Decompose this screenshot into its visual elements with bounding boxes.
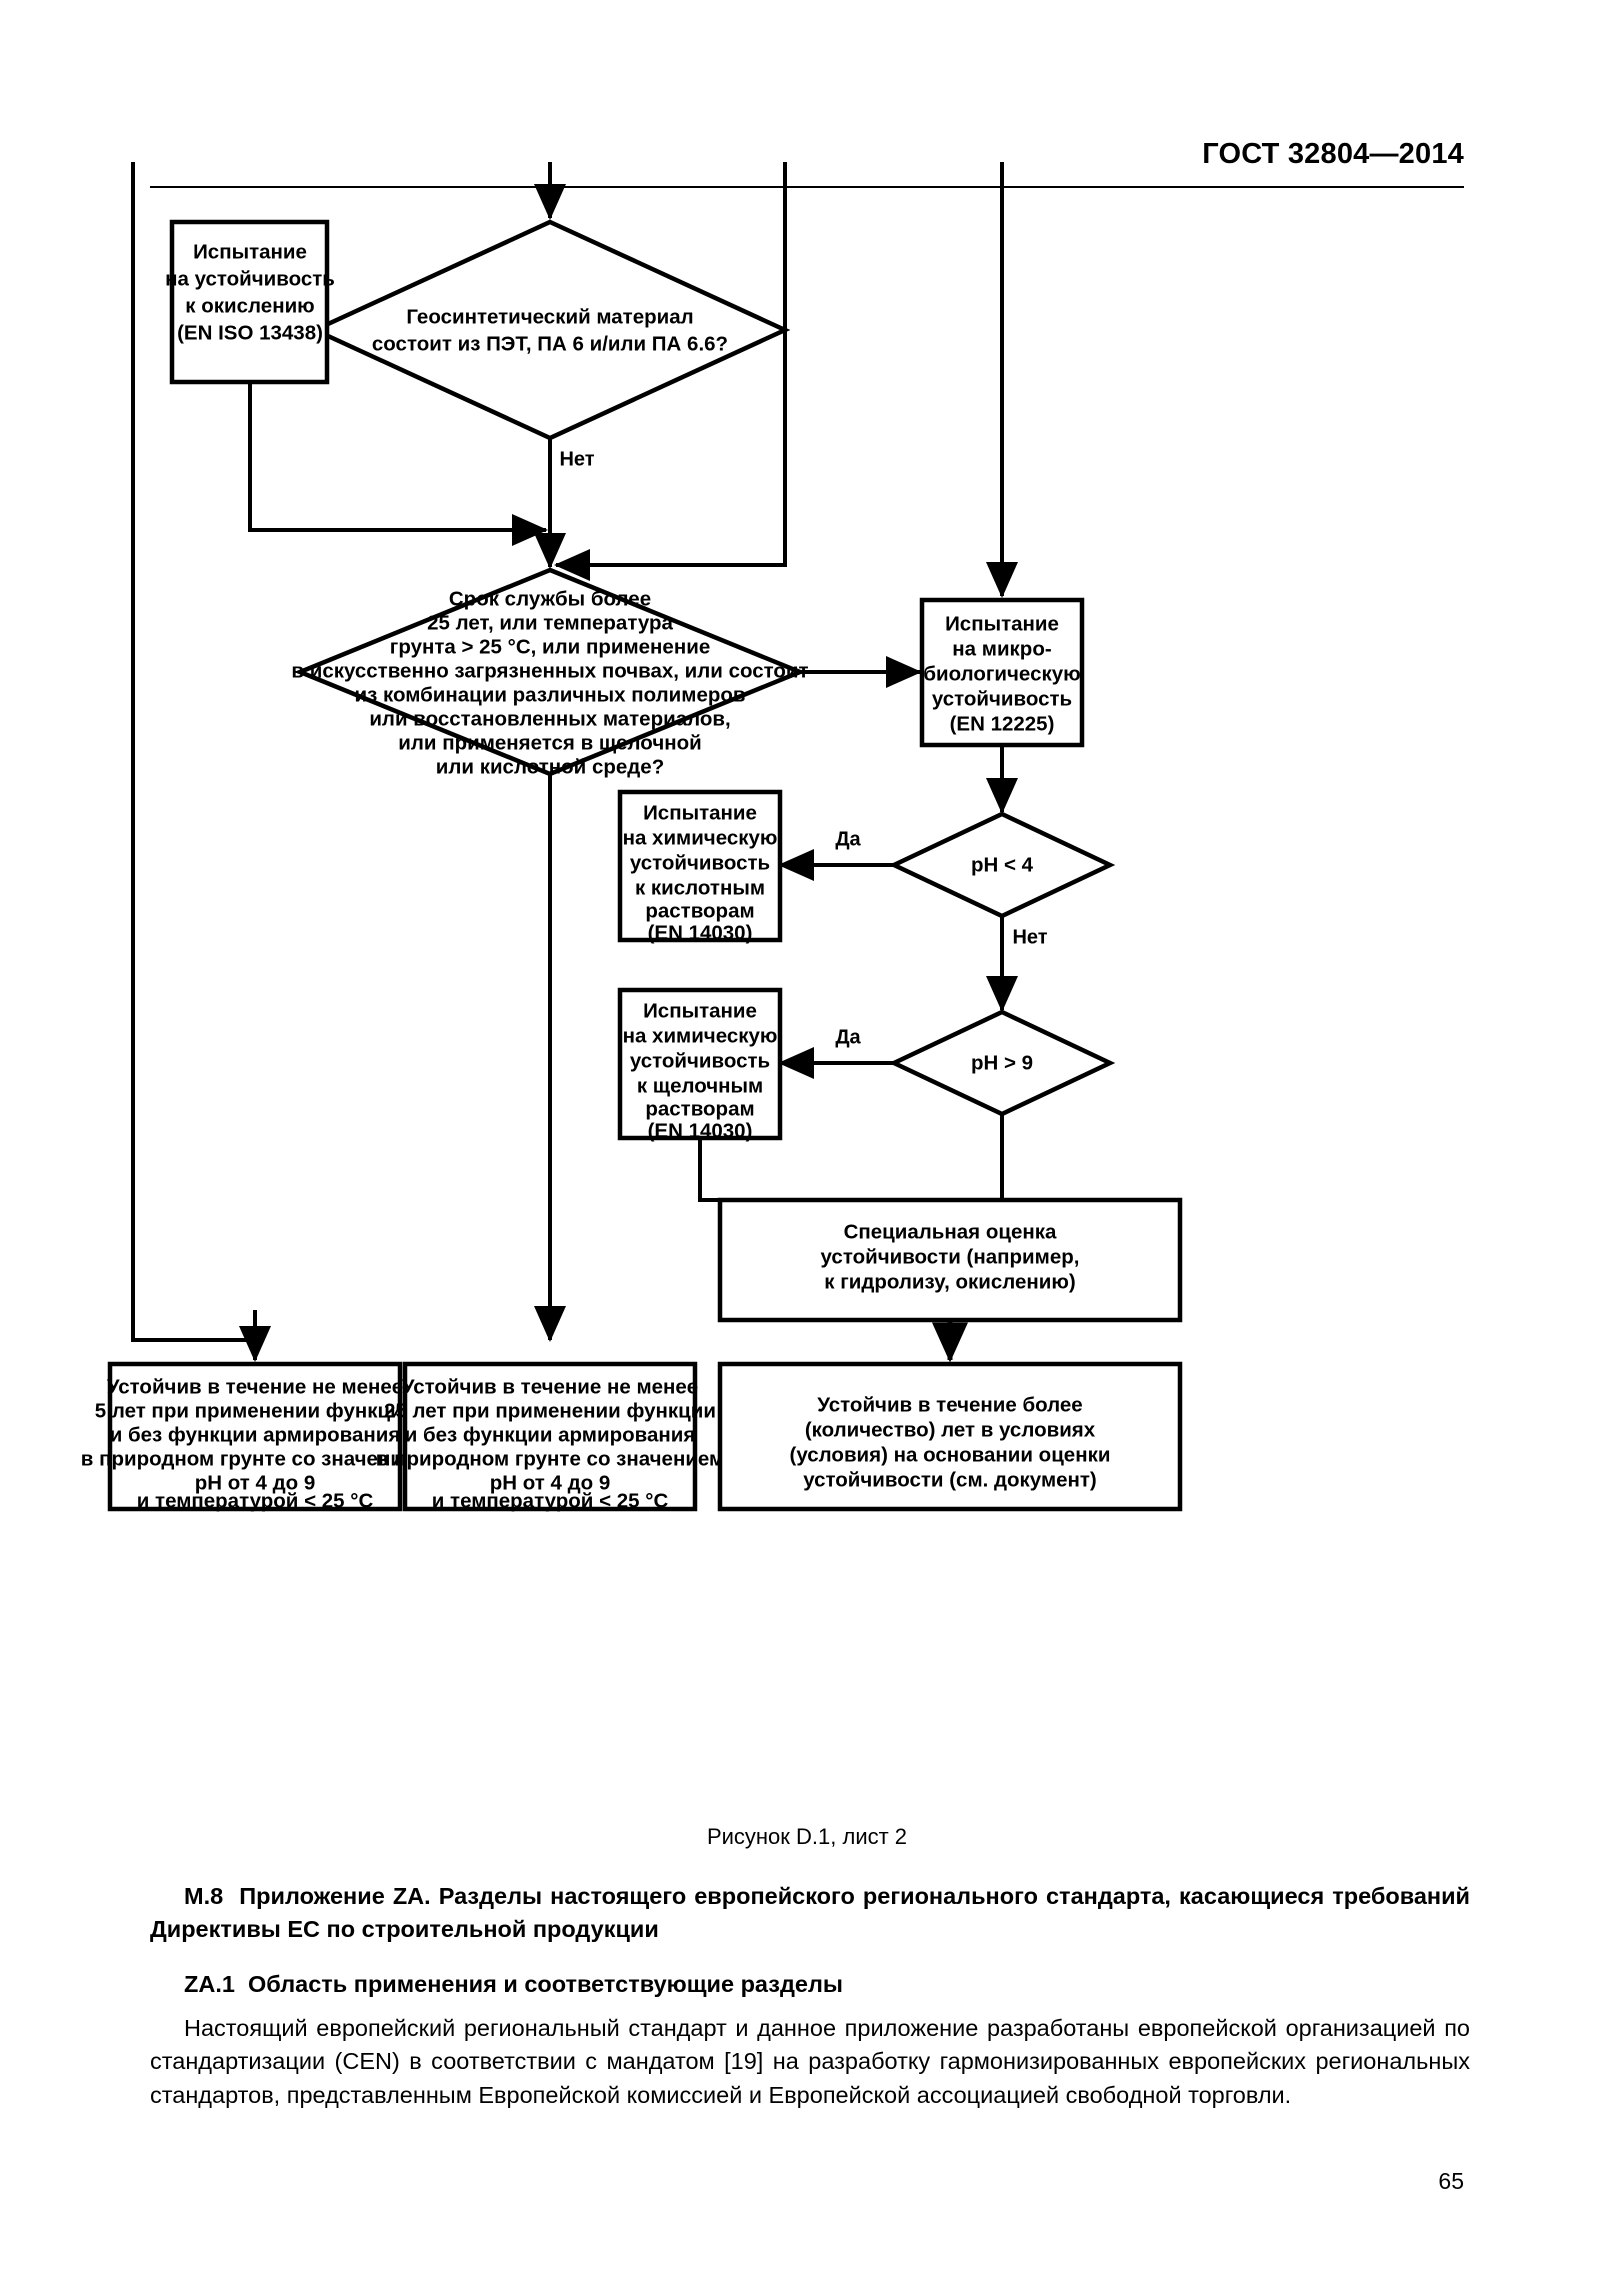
process-oxidation-test-line4: (EN ISO 13438) <box>177 321 323 344</box>
result-5-years-line1: Устойчив в течение не менее <box>107 1375 403 1398</box>
process-oxidation-test-line1: Испытание <box>193 240 307 263</box>
decision-ph-less-4-label: pH < 4 <box>971 853 1034 876</box>
result-5-years-line2: 5 лет при применении функции <box>95 1399 416 1422</box>
result-5-years-line3: и без функции армирования <box>110 1423 401 1446</box>
result-5-years-line6: и температурой < 25 °C <box>137 1489 374 1512</box>
process-alkali-resistance-test <box>617 987 783 1141</box>
result-5-years-line4: в природном грунте со значением <box>81 1447 429 1470</box>
result-special-line4: устойчивости (см. документ) <box>803 1468 1097 1491</box>
process-special-assessment-line2: устойчивости (например, <box>821 1245 1080 1268</box>
standard-designation: ГОСТ 32804—2014 <box>1202 138 1464 170</box>
page-number: 65 <box>1438 2168 1464 2194</box>
edge-alkali-to-special <box>698 1138 1090 1202</box>
decision-ph-greater-9-label: pH > 9 <box>971 1051 1033 1074</box>
decision-polymer-type <box>309 219 791 441</box>
decision-service-life-line1: Срок службы более <box>449 587 651 610</box>
result-25-years-line2: 25 лет при применении функции <box>384 1399 716 1422</box>
result-25-years-line1: Устойчив в течение не менее <box>402 1375 698 1398</box>
result-25-years-line4: в природном грунте со значением <box>376 1447 724 1470</box>
edge-label-no-polymer: Нет <box>559 448 594 470</box>
process-alkali-test-line5: растворам <box>645 1097 754 1120</box>
process-special-assessment-line3: к гидролизу, окислению) <box>824 1270 1075 1293</box>
decision-service-life-line3: грунта > 25 °C, или применение <box>390 635 710 658</box>
edge-left-rail-to-result5 <box>131 795 255 1342</box>
process-alkali-test-line1: Испытание <box>643 999 757 1022</box>
result-special-line3: (условия) на основании оценки <box>790 1443 1111 1466</box>
section-m8: M.8 Приложение ZA. Разделы настоящего ев… <box>150 1880 1470 1947</box>
decision-service-life-line6: или восстановленных материалов, <box>369 707 730 730</box>
process-microbio-test-line2: на микро- <box>952 637 1051 660</box>
flowchart-svg: Геосинтетический материал состоит из ПЭТ… <box>81 162 1183 1512</box>
process-alkali-test-line2: на химическую <box>623 1024 778 1047</box>
section-m8-number: M.8 <box>184 1883 224 1909</box>
result-box-5-years <box>107 1361 403 1512</box>
result-5-years-line5: pH от 4 до 9 <box>195 1471 316 1494</box>
decision-service-life-line4: в искусственно загрязненных почвах, или … <box>291 659 808 682</box>
process-microbio-test-line5: (EN 12225) <box>950 712 1055 735</box>
edge-oxidation-to-merge <box>248 382 548 546</box>
process-microbio-test-line4: устойчивость <box>932 687 1072 710</box>
process-microbio-test <box>919 597 1085 748</box>
result-box-25-years <box>402 1361 698 1512</box>
edge-label-yes-ph-high: Да <box>835 1026 861 1048</box>
decision-service-life-line5: из комбинации различных полимеров <box>354 683 745 706</box>
header-rule <box>150 186 1464 188</box>
section-za1-title: Область применения и соответствующие раз… <box>248 1971 843 1997</box>
process-acid-test-line4: к кислотным <box>635 876 765 899</box>
process-oxidation-test <box>169 219 330 385</box>
process-acid-resistance-test <box>617 789 783 943</box>
section-za1-paragraph: Настоящий европейский региональный станд… <box>150 2012 1470 2112</box>
decision-polymer-type-line2: состоит из ПЭТ, ПА 6 и/или ПА 6.6? <box>372 332 728 355</box>
result-special-line1: Устойчив в течение более <box>817 1393 1082 1416</box>
edge-label-no-ph-low: Нет <box>1012 926 1047 948</box>
process-special-assessment <box>717 1197 1183 1323</box>
decision-service-life-line7: или применяется в щелочной <box>398 731 701 754</box>
process-microbio-test-line1: Испытание <box>945 612 1059 635</box>
process-acid-test-line5: растворам <box>645 899 754 922</box>
process-oxidation-test-line2: на устойчивость <box>165 267 335 290</box>
process-acid-test-line2: на химическую <box>623 826 778 849</box>
section-za1-heading: ZA.1 Область применения и соответствующи… <box>150 1968 1470 2001</box>
decision-polymer-type-line1: Геосинтетический материал <box>406 305 693 328</box>
section-za1-number: ZA.1 <box>184 1971 235 1997</box>
result-25-years-line5: pH от 4 до 9 <box>490 1471 611 1494</box>
result-25-years-line6: и температурой < 25 °C <box>432 1489 669 1512</box>
process-alkali-test-line6: (EN 14030) <box>648 1119 753 1142</box>
result-special-line2: (количество) лет в условиях <box>805 1418 1096 1441</box>
process-microbio-test-line3: биологическую <box>923 662 1080 685</box>
process-special-assessment-line1: Специальная оценка <box>844 1220 1057 1243</box>
decision-service-life-line2: 25 лет, или температура <box>427 611 673 634</box>
figure-caption: Рисунок D.1, лист 2 <box>706 1824 908 1849</box>
process-alkali-test-line4: к щелочным <box>637 1074 763 1097</box>
edge-right-rail-to-merge <box>554 162 787 581</box>
process-acid-test-line6: (EN 14030) <box>648 921 753 944</box>
edge-label-yes-ph-low: Да <box>835 828 861 850</box>
decision-service-life-line8: или кислотной среде? <box>436 755 664 778</box>
process-alkali-test-line3: устойчивость <box>630 1049 770 1072</box>
process-acid-test-line3: устойчивость <box>630 851 770 874</box>
result-25-years-line3: и без функции армирования <box>405 1423 696 1446</box>
process-acid-test-line1: Испытание <box>643 801 757 824</box>
section-za1-paragraph-text: Настоящий европейский региональный станд… <box>150 2015 1470 2108</box>
flowchart-figure: Геосинтетический материал состоит из ПЭТ… <box>81 162 1520 1820</box>
process-oxidation-test-line3: к окислению <box>185 294 314 317</box>
section-m8-title: Приложение ZA. Разделы настоящего европе… <box>150 1883 1470 1943</box>
result-box-special <box>717 1361 1183 1512</box>
